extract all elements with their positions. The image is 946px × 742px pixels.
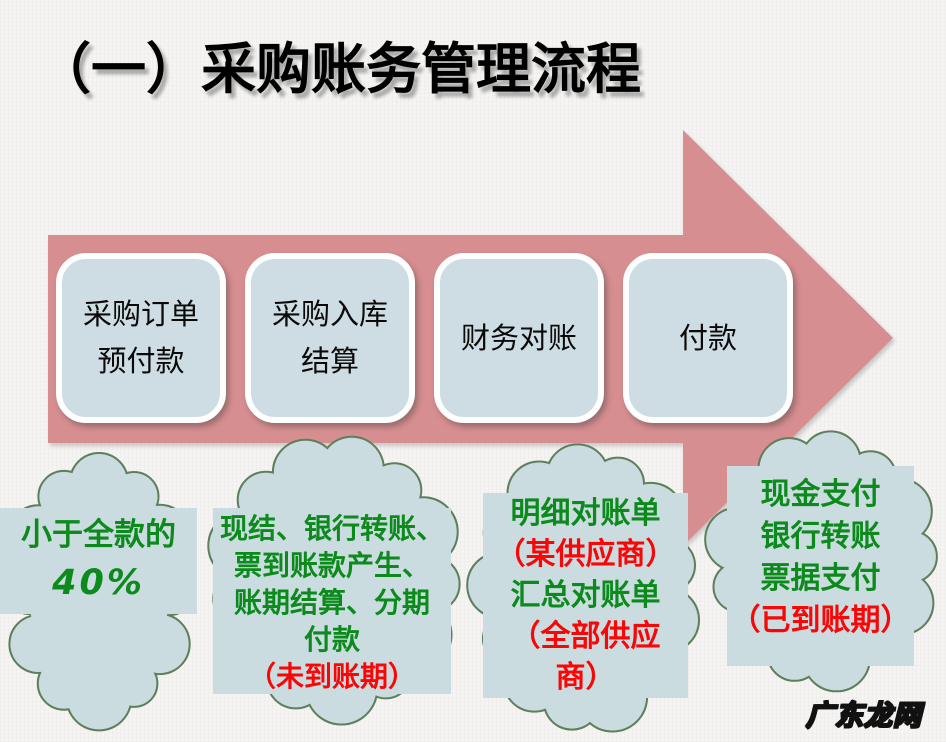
step-box-payment: 付款 (623, 253, 793, 423)
step-box-purchase-order: 采购订单 预付款 (56, 253, 226, 423)
slide-title: （一）采购账务管理流程 (36, 38, 642, 100)
callout-line: 明细对账单 (510, 496, 661, 531)
step-label-line: 采购入库 (271, 297, 388, 331)
step-box-warehouse-settlement: 采购入库 结算 (245, 253, 415, 423)
callout-line-note: （全部供应 (510, 619, 661, 654)
callout-line-note: 商） (555, 660, 616, 695)
step-label-line: 采购订单 (82, 297, 199, 331)
step-label-line: 付款 (678, 320, 737, 355)
step-label-line: 预付款 (97, 344, 185, 378)
callout-line: 汇总对账单 (510, 578, 661, 613)
step-label-line: 财务对账 (460, 320, 577, 355)
callout-line-note: （未到账期） (247, 660, 416, 693)
callout-line: 账期结算、分期 (233, 586, 430, 619)
watermark-logo: 广东龙网 (805, 699, 923, 732)
callout-line-note: （已到账期） (730, 603, 911, 638)
step-label-line: 结算 (300, 344, 359, 378)
step-box-financial-reconciliation: 财务对账 (434, 253, 604, 423)
callout-text-statements: 明细对账单 （某供应商） 汇总对账单 （全部供应 商） (483, 493, 688, 698)
callout-line: 现金支付 (760, 477, 881, 512)
callout-line: 小于全款的 (21, 517, 176, 553)
callout-text-settlement-methods: 现结、银行转账、 票到账款产生、 账期结算、分期 付款 （未到账期） (213, 508, 451, 694)
callout-line-percentage: 40% (52, 563, 145, 603)
callout-line: 付款 (303, 623, 360, 656)
callout-text-prepay-ratio: 小于全款的 40% (0, 508, 197, 614)
callout-line: 银行转账 (760, 519, 881, 554)
callout-line: 票到账款产生、 (233, 549, 430, 582)
callout-line: 票据支付 (760, 561, 881, 596)
callout-line: 现结、银行转账、 (219, 512, 444, 545)
callout-text-payment-methods: 现金支付 银行转账 票据支付 （已到账期） (727, 466, 914, 666)
callout-line-note: （某供应商） (495, 537, 676, 572)
